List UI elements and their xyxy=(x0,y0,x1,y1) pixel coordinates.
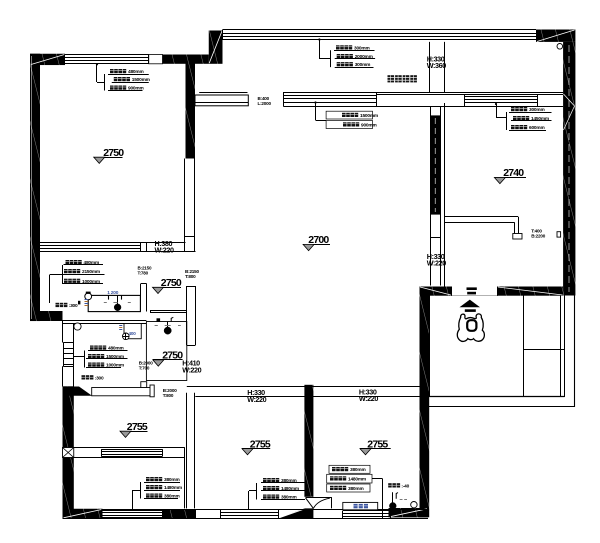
svg-text:2700: 2700 xyxy=(308,234,329,246)
svg-text:300mm: 300mm xyxy=(354,45,370,51)
svg-text:900mm: 900mm xyxy=(128,86,144,92)
svg-text:T:700: T:700 xyxy=(139,365,150,370)
svg-text:1000mm: 1000mm xyxy=(82,279,100,285)
svg-text:380mm: 380mm xyxy=(350,467,366,473)
svg-text:T:800: T:800 xyxy=(163,393,174,398)
svg-text:900mm: 900mm xyxy=(361,122,377,128)
svg-text:H:330: H:330 xyxy=(427,55,445,64)
svg-text:W:220: W:220 xyxy=(247,395,266,404)
svg-text:2755: 2755 xyxy=(250,438,271,450)
svg-text:1 200: 1 200 xyxy=(107,290,119,296)
svg-text:H:410: H:410 xyxy=(182,359,200,368)
svg-text:380mm: 380mm xyxy=(164,494,180,500)
svg-text:300mm: 300mm xyxy=(529,107,545,113)
svg-text:380mm: 380mm xyxy=(348,486,364,492)
svg-text:2755: 2755 xyxy=(367,438,388,450)
svg-text:L:2000: L:2000 xyxy=(258,101,272,106)
svg-text:W:360: W:360 xyxy=(427,61,446,70)
svg-text:B:2150: B:2150 xyxy=(185,269,200,274)
svg-text:2150mm: 2150mm xyxy=(82,269,100,275)
svg-text:300mm: 300mm xyxy=(355,62,371,68)
svg-text:1000mm: 1000mm xyxy=(106,363,124,369)
svg-text:1480mm: 1480mm xyxy=(281,486,299,492)
svg-text:H:380: H:380 xyxy=(155,239,173,248)
svg-text:W:220: W:220 xyxy=(359,394,378,403)
svg-text:480mm: 480mm xyxy=(108,346,124,352)
svg-text::300: :300 xyxy=(95,376,104,382)
svg-text:1500mm: 1500mm xyxy=(106,354,124,360)
svg-text:600mm: 600mm xyxy=(529,125,545,131)
svg-text:W:220: W:220 xyxy=(182,365,201,374)
svg-text:480mm: 480mm xyxy=(84,260,100,266)
svg-text:B:2200: B:2200 xyxy=(531,233,546,238)
svg-text::-40: :-40 xyxy=(401,484,409,490)
svg-text:B:400: B:400 xyxy=(258,96,270,101)
svg-text:T:800: T:800 xyxy=(185,274,196,279)
svg-text:480mm: 480mm xyxy=(128,69,144,75)
svg-text:400: 400 xyxy=(129,331,137,336)
svg-text:H:330: H:330 xyxy=(427,252,445,261)
svg-text:W:220: W:220 xyxy=(155,245,174,254)
svg-text:H:330: H:330 xyxy=(359,388,377,397)
svg-text:B:2000: B:2000 xyxy=(163,388,178,393)
svg-text:380mm: 380mm xyxy=(281,495,297,501)
svg-text:2755: 2755 xyxy=(127,421,148,433)
svg-text:380mm: 380mm xyxy=(281,478,297,484)
svg-text:1480mm: 1480mm xyxy=(348,476,366,482)
svg-text:1500mm: 1500mm xyxy=(132,77,150,83)
svg-text:1480mm: 1480mm xyxy=(164,485,182,491)
svg-text:1450mm: 1450mm xyxy=(531,116,549,122)
svg-text:2750: 2750 xyxy=(103,147,124,159)
svg-text:W:220: W:220 xyxy=(427,258,446,267)
svg-text:2000mm: 2000mm xyxy=(355,54,373,60)
svg-text::300: :300 xyxy=(69,303,78,309)
svg-text:1500mm: 1500mm xyxy=(360,113,378,119)
svg-text:B:2150: B:2150 xyxy=(138,266,153,271)
svg-text:2740: 2740 xyxy=(503,167,524,179)
svg-text:2750: 2750 xyxy=(161,277,182,289)
svg-text:B:2000: B:2000 xyxy=(139,360,154,365)
svg-text:T:780: T:780 xyxy=(138,271,149,276)
svg-text:2750: 2750 xyxy=(162,350,183,362)
svg-text:H:330: H:330 xyxy=(247,388,265,397)
svg-text:T:400: T:400 xyxy=(531,228,542,233)
svg-text:380mm: 380mm xyxy=(164,477,180,483)
